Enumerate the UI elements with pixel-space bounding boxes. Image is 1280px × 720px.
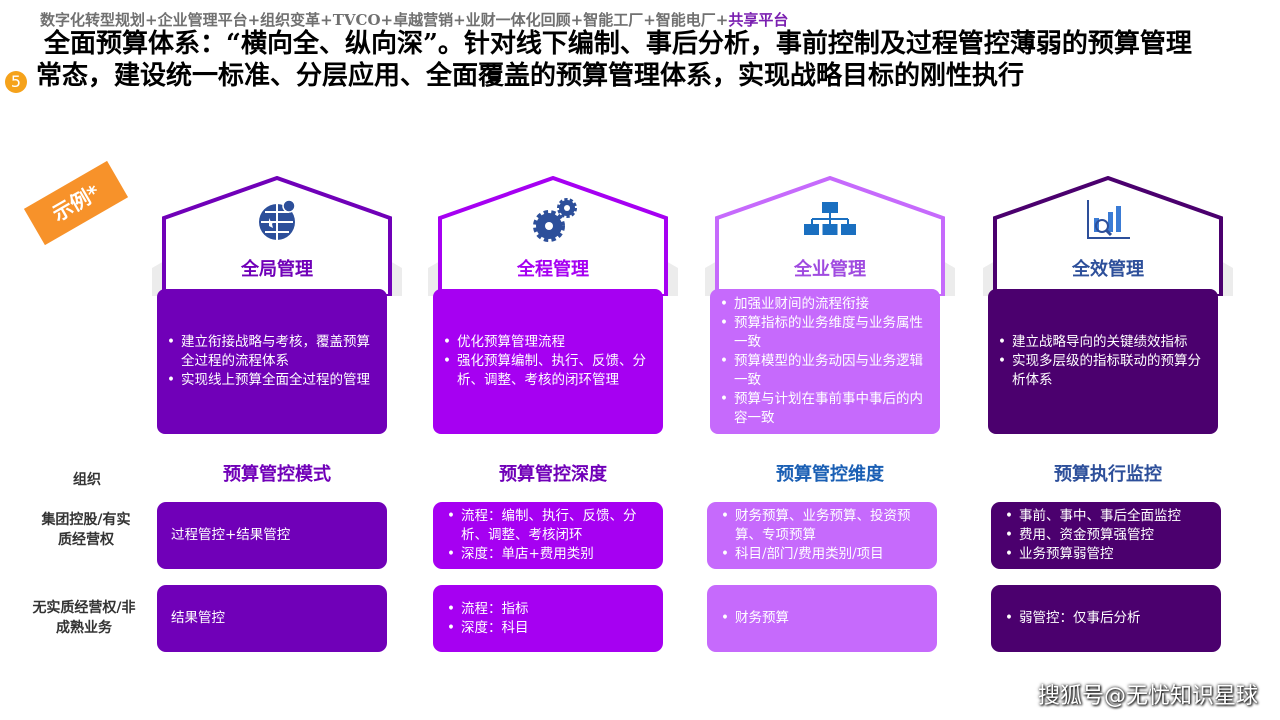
row-label-org: 组织 xyxy=(73,472,101,488)
matrix-cell: 流程：编制、执行、反馈、分析、调整、考核闭环深度：单店+费用类别 xyxy=(433,502,663,569)
pillar-card: 优化预算管理流程强化预算编制、执行、反馈、分析、调整、考核的闭环管理 xyxy=(433,289,663,434)
list-item: 费用、资金预算强管控 xyxy=(1005,526,1211,545)
list-item: 流程：编制、执行、反馈、分析、调整、考核闭环 xyxy=(447,507,653,545)
section-heading: 预算管控深度 xyxy=(499,464,607,485)
cell-text: 过程管控+结果管控 xyxy=(171,527,291,543)
row-label-group-holding: 集团控股/有实质经营权 xyxy=(41,512,131,548)
gears-icon xyxy=(533,198,577,242)
top-breadcrumb: 数字化转型规划+企业管理平台+组织变革+TVCO+卓越营销+业财一体化回顾+智能… xyxy=(40,9,788,30)
list-item: 预算模型的业务动因与业务逻辑一致 xyxy=(720,352,928,390)
list-item: 建立战略导向的关键绩效指标 xyxy=(998,333,1206,352)
pillar-title: 全效管理 xyxy=(1072,259,1144,280)
pillar-title: 全程管理 xyxy=(517,259,589,280)
pillar-title: 全业管理 xyxy=(794,259,866,280)
list-item: 科目/部门/费用类别/项目 xyxy=(721,545,927,564)
list-item: 事前、事中、事后全面监控 xyxy=(1005,507,1211,526)
matrix-cell: 过程管控+结果管控 xyxy=(157,502,387,569)
section-heading: 预算管控模式 xyxy=(223,464,331,485)
page-title: 全面预算体系：“横向全、纵向深”。针对线下编制、事后分析，事前控制及过程管控薄弱… xyxy=(36,29,1192,91)
matrix-cell: 事前、事中、事后全面监控费用、资金预算强管控业务预算弱管控 xyxy=(991,502,1221,569)
watermark: 搜狐号@无忧知识星球 xyxy=(1037,684,1258,709)
pillar-card: 建立战略导向的关键绩效指标实现多层级的指标联动的预算分析体系 xyxy=(988,289,1218,434)
breadcrumb-highlight: 共享平台 xyxy=(728,11,789,29)
list-item: 深度：单店+费用类别 xyxy=(447,545,653,564)
pillar-card: 加强业财间的流程衔接预算指标的业务维度与业务属性一致预算模型的业务动因与业务逻辑… xyxy=(710,289,940,434)
list-item: 实现线上预算全面全过程的管理 xyxy=(167,371,375,390)
house-frame xyxy=(705,176,955,296)
matrix-cell: 弱管控：仅事后分析 xyxy=(991,585,1221,652)
list-item: 深度：科目 xyxy=(447,619,653,638)
row-label-no-operating-rights: 无实质经营权/非成熟业务 xyxy=(32,600,136,636)
list-item: 预算与计划在事前事中事后的内容一致 xyxy=(720,390,928,428)
section-heading: 预算管控维度 xyxy=(776,464,884,485)
list-item: 弱管控：仅事后分析 xyxy=(1005,609,1211,628)
pillar-card: 建立衔接战略与考核，覆盖预算全过程的流程体系实现线上预算全面全过程的管理 xyxy=(157,289,387,434)
list-item: 加强业财间的流程衔接 xyxy=(720,295,928,314)
list-item: 实现多层级的指标联动的预算分析体系 xyxy=(998,352,1206,390)
list-item: 建立衔接战略与考核，覆盖预算全过程的流程体系 xyxy=(167,333,375,371)
breadcrumb-main: 数字化转型规划+企业管理平台+组织变革+TVCO+卓越营销+业财一体化回顾+智能… xyxy=(40,11,729,29)
list-item: 强化预算编制、执行、反馈、分析、调整、考核的闭环管理 xyxy=(443,352,651,390)
pillar-title: 全局管理 xyxy=(241,259,313,280)
list-item: 业务预算弱管控 xyxy=(1005,545,1211,564)
matrix-cell: 结果管控 xyxy=(157,585,387,652)
chart-search-icon xyxy=(1087,200,1130,239)
matrix-cell: 财务预算 xyxy=(707,585,937,652)
cell-text: 结果管控 xyxy=(171,610,225,626)
section-heading: 预算执行监控 xyxy=(1054,464,1162,485)
matrix-cell: 财务预算、业务预算、投资预算、专项预算科目/部门/费用类别/项目 xyxy=(707,502,937,569)
list-item: 优化预算管理流程 xyxy=(443,333,651,352)
org-chart-icon xyxy=(804,202,856,235)
list-item: 财务预算 xyxy=(721,609,927,628)
example-badge: 示例* xyxy=(23,160,129,246)
list-item: 预算指标的业务维度与业务属性一致 xyxy=(720,314,928,352)
section-number-badge: 5 xyxy=(5,71,27,93)
globe-map-icon xyxy=(259,199,296,240)
list-item: 财务预算、业务预算、投资预算、专项预算 xyxy=(721,507,927,545)
matrix-cell: 流程：指标深度：科目 xyxy=(433,585,663,652)
list-item: 流程：指标 xyxy=(447,600,653,619)
